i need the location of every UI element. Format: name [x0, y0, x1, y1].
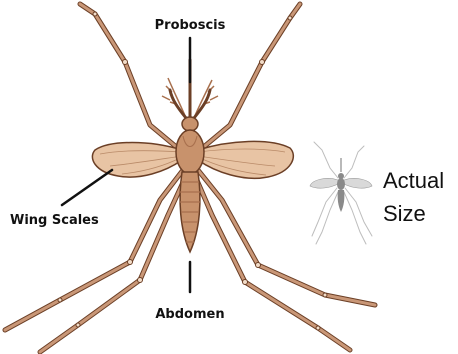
- proboscis-label: Proboscis: [155, 18, 226, 33]
- right-wing: [198, 141, 293, 178]
- wing-scales-label: Wing Scales: [10, 213, 99, 228]
- actual-size-label-line1: Actual: [383, 168, 444, 193]
- wing-scales-leader: [62, 170, 112, 205]
- abdomen: [180, 172, 200, 252]
- thorax: [176, 130, 204, 174]
- actual-size-mosquito-icon: [310, 142, 372, 244]
- hind-right-leg: [196, 178, 350, 350]
- abdomen-label: Abdomen: [155, 307, 224, 322]
- head: [182, 117, 198, 131]
- middle-left-leg: [5, 170, 183, 330]
- actual-size-label-line2: Size: [383, 201, 426, 226]
